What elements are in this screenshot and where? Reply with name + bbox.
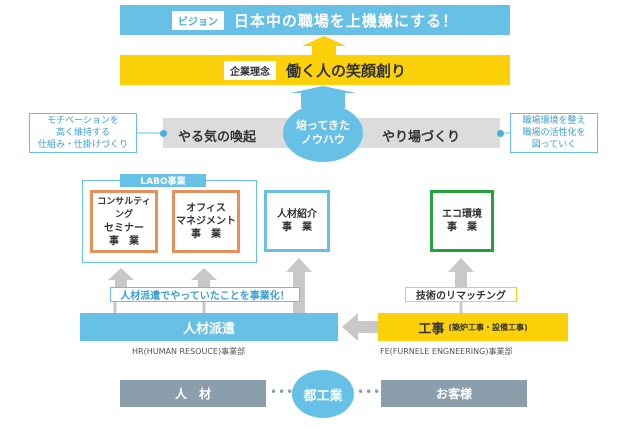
eco-line: 事 業 [447,222,477,233]
people-box: 人 材 [120,380,266,407]
hr-caption: HR(HUMAN RESOUCE)事業部 [132,347,246,356]
consulting-box: コンサルティング セミナー 事 業 [90,190,158,253]
consulting-line: 事 業 [109,235,139,247]
company-circle: 都工業 [292,370,354,418]
up-arrow-consulting [108,268,134,287]
office-line: オフィス [186,203,226,214]
motivation-note: モチベーションを 高く維持する 仕組み・仕掛けづくり [29,113,137,153]
up-arrow-philosophy [302,36,346,55]
knowhow-circle: 培ってきた ノウハウ [283,104,363,162]
up-arrow-office [191,268,217,287]
workplace-label: やり場づくり [382,130,461,145]
labo-title: LABO事業 [120,174,206,187]
eco-line: エコ環境 [442,209,482,220]
motivation-note-line: 仕組み・仕掛けづくり [37,140,128,150]
philosophy-text: 働く人の笑顔創り [285,61,406,80]
staffing-line: 人材紹介 [277,209,317,220]
left-arrow-fe-to-hr [342,313,378,341]
office-management-box: オフィス マネジメント 事 業 [172,190,240,253]
eco-box: エコ環境 事 業 [430,190,494,252]
consulting-line: コンサルティング [97,196,151,220]
workplace-note-line: 図っていく [531,140,577,150]
left-dot [160,130,167,137]
motivation-note-line: モチベーションを [47,116,119,126]
vision-bar: ビジョン 日本中の職場を上機嫌にする！ [120,5,510,35]
motivation-label: やる気の喚起 [178,130,257,145]
knowhow-line1: 培ってきた [295,119,351,132]
hr-box: 人材派遣 [80,313,338,341]
office-line: 事 業 [191,229,221,240]
workplace-note: 職場環境を整え 職場の活性化を 図っていく [510,113,598,153]
right-dot [497,130,504,137]
vision-tag: ビジョン [171,10,224,30]
consulting-line: セミナー [104,222,144,234]
customer-box: お客様 [381,380,527,407]
right-dots: •••• [357,385,390,399]
rematch-label: 技術のリマッチング [405,287,517,302]
workplace-note-line: 職場の活性化を [522,128,586,138]
workplace-note-line: 職場環境を整え [522,116,586,126]
office-line: マネジメント [176,216,236,227]
philosophy-bar: 企業理念 働く人の笑顔創り [120,55,510,85]
dispatch-label: 人材派遣でやっていたことを事業化！ [110,287,300,302]
up-arrow-knowhow [290,86,356,108]
fe-subtitle: (築炉工事・設備工事) [448,322,528,332]
fe-box: 工事 (築炉工事・設備工事) [378,313,568,341]
fe-title: 工事 [418,321,445,337]
staffing-line: 事 業 [282,222,312,233]
fe-caption: FE(FURNELE ENGNEERING)事業部 [380,347,513,356]
vision-text: 日本中の職場を上機嫌にする！ [233,11,459,30]
staffing-box: 人材紹介 事 業 [264,190,330,252]
up-arrow-staffing [286,258,312,313]
motivation-note-line: 高く維持する [55,128,110,138]
philosophy-tag: 企業理念 [223,60,276,80]
up-arrow-eco [448,258,474,287]
knowhow-line2: ノウハウ [301,133,345,146]
